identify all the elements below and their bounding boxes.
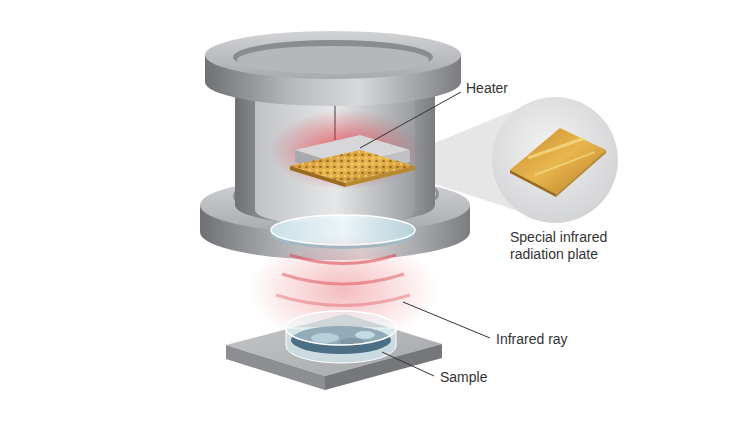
part-label: Sample — [440, 369, 487, 386]
part-label: Infrared ray — [496, 331, 568, 348]
part-label: Special infrared radiation plate — [510, 229, 640, 263]
part-label: Heater — [466, 80, 508, 97]
